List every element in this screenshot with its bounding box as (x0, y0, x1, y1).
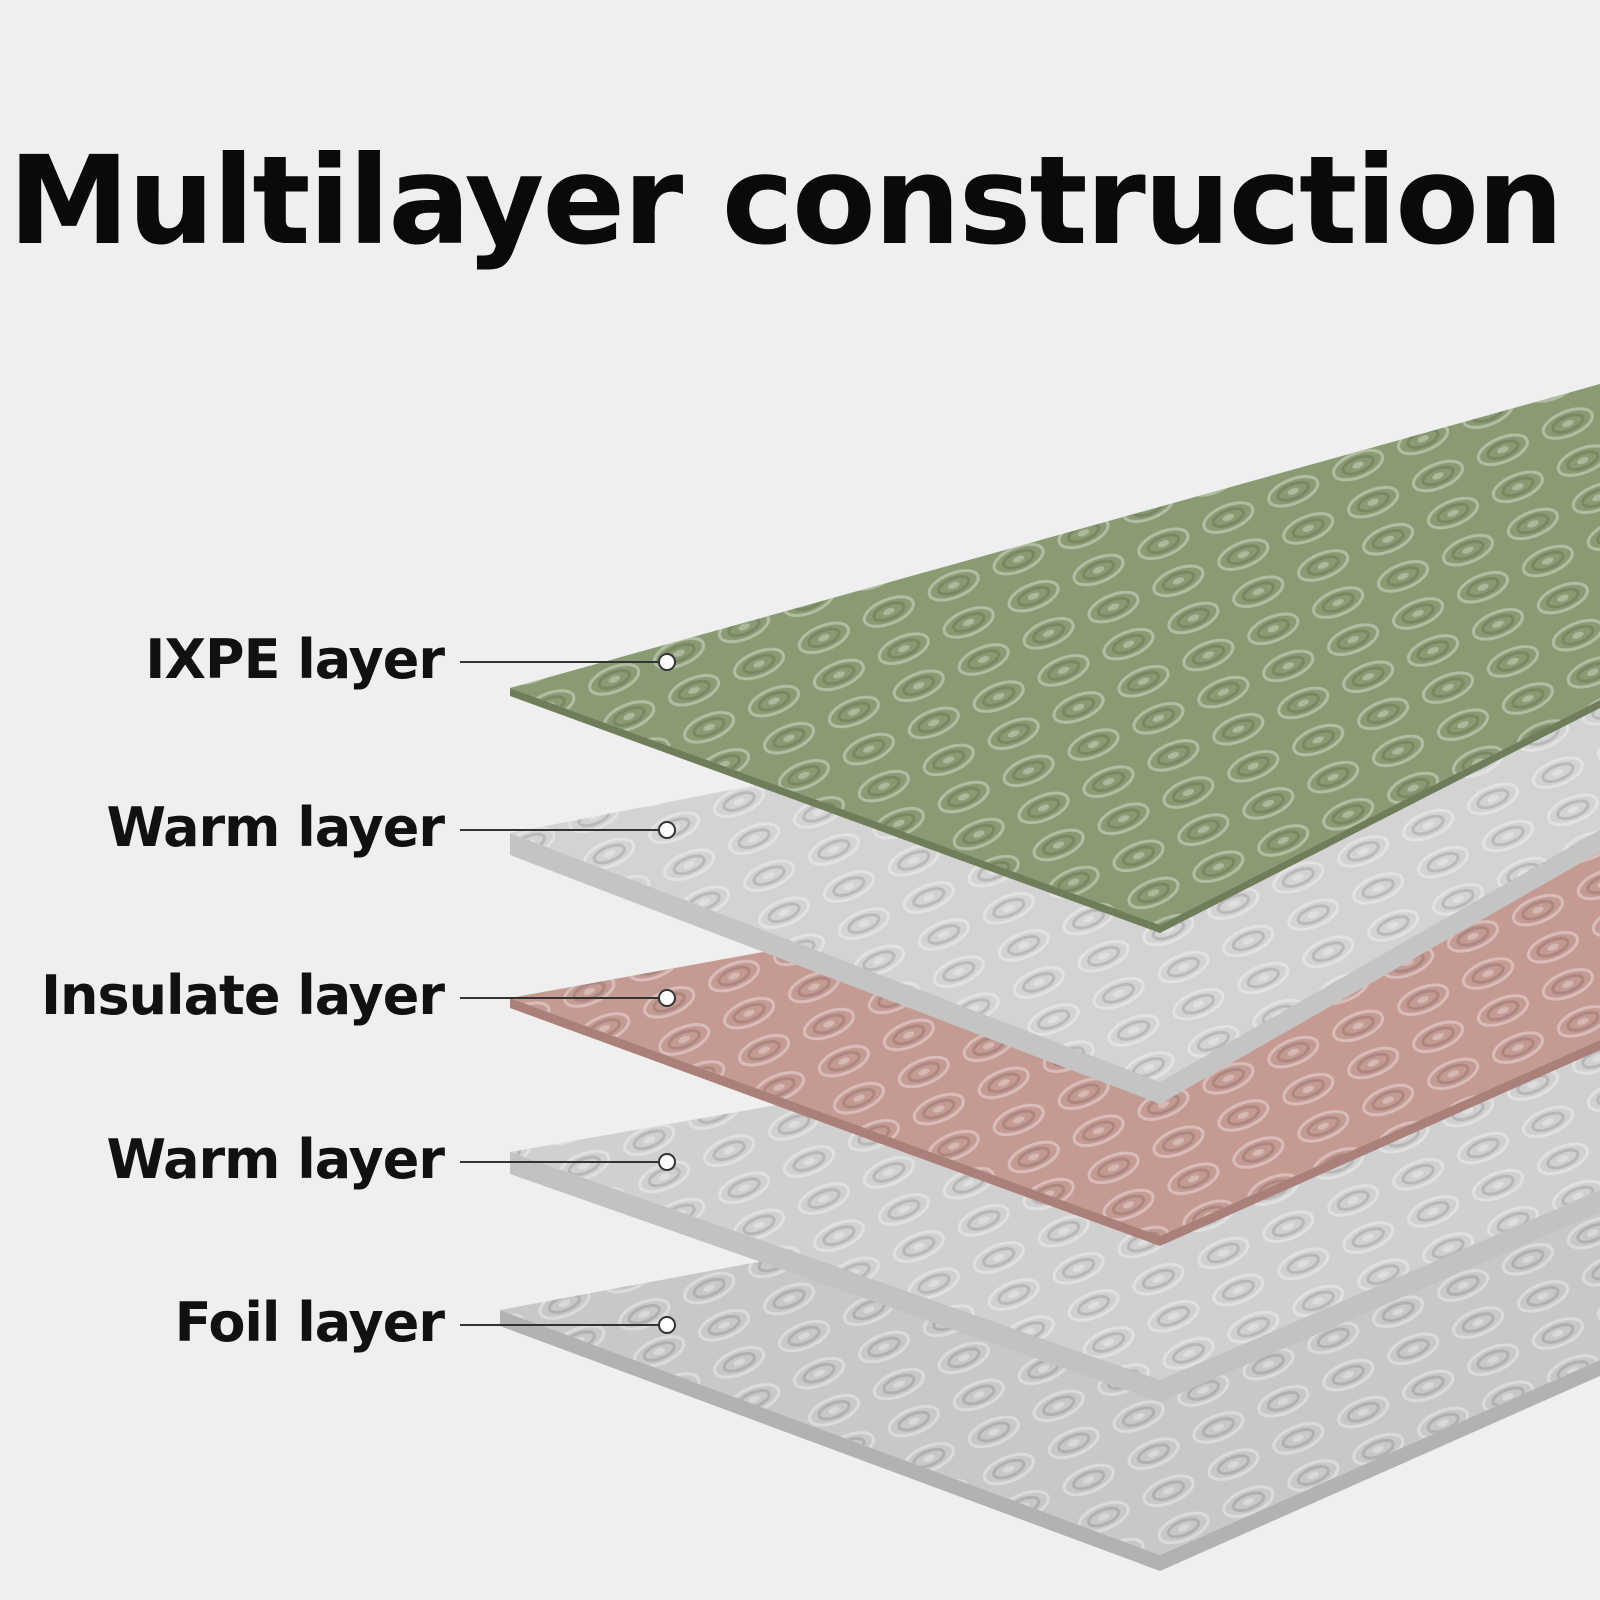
leader-marker (658, 1153, 676, 1171)
leader-marker (658, 653, 676, 671)
leader-marker (658, 821, 676, 839)
layer-edge-front (1160, 830, 1600, 1104)
layer-1 (510, 384, 1600, 933)
layer-edge-front (1160, 700, 1600, 933)
layer-label: IXPE layer (145, 628, 445, 691)
leader-marker (658, 989, 676, 1007)
layer-texture (510, 384, 1600, 925)
layer-edge (510, 688, 1160, 933)
layer-edge-front (1160, 1360, 1600, 1571)
layer-edge-front (1160, 1040, 1600, 1246)
layer-edge (510, 1152, 1160, 1402)
layer-label: Warm layer (106, 796, 445, 859)
layer-edge (500, 1310, 1160, 1571)
page-title: Multilayer construction (8, 130, 1564, 272)
layer-label: Insulate layer (40, 964, 445, 1027)
layer-edge-front (1160, 1190, 1600, 1402)
leader-marker (658, 1316, 676, 1334)
layer-label: Foil layer (174, 1291, 445, 1354)
layer-label: Warm layer (106, 1128, 445, 1191)
layer-edge (510, 998, 1160, 1246)
layer-edge (510, 833, 1160, 1104)
